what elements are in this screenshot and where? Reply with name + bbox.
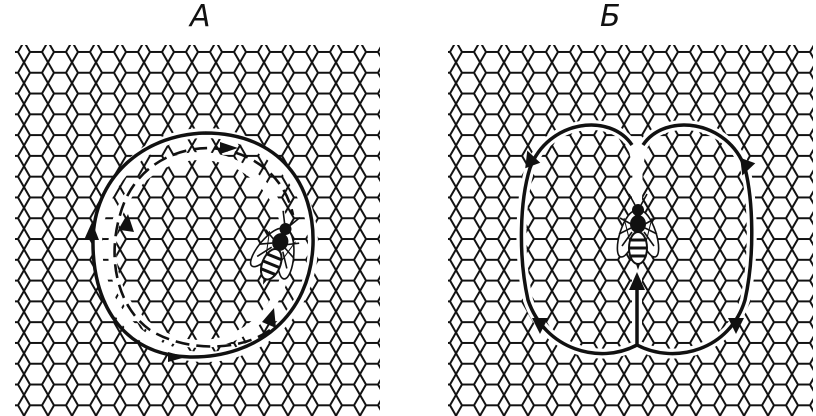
panel-a [15, 45, 380, 416]
panel-b [448, 45, 813, 416]
